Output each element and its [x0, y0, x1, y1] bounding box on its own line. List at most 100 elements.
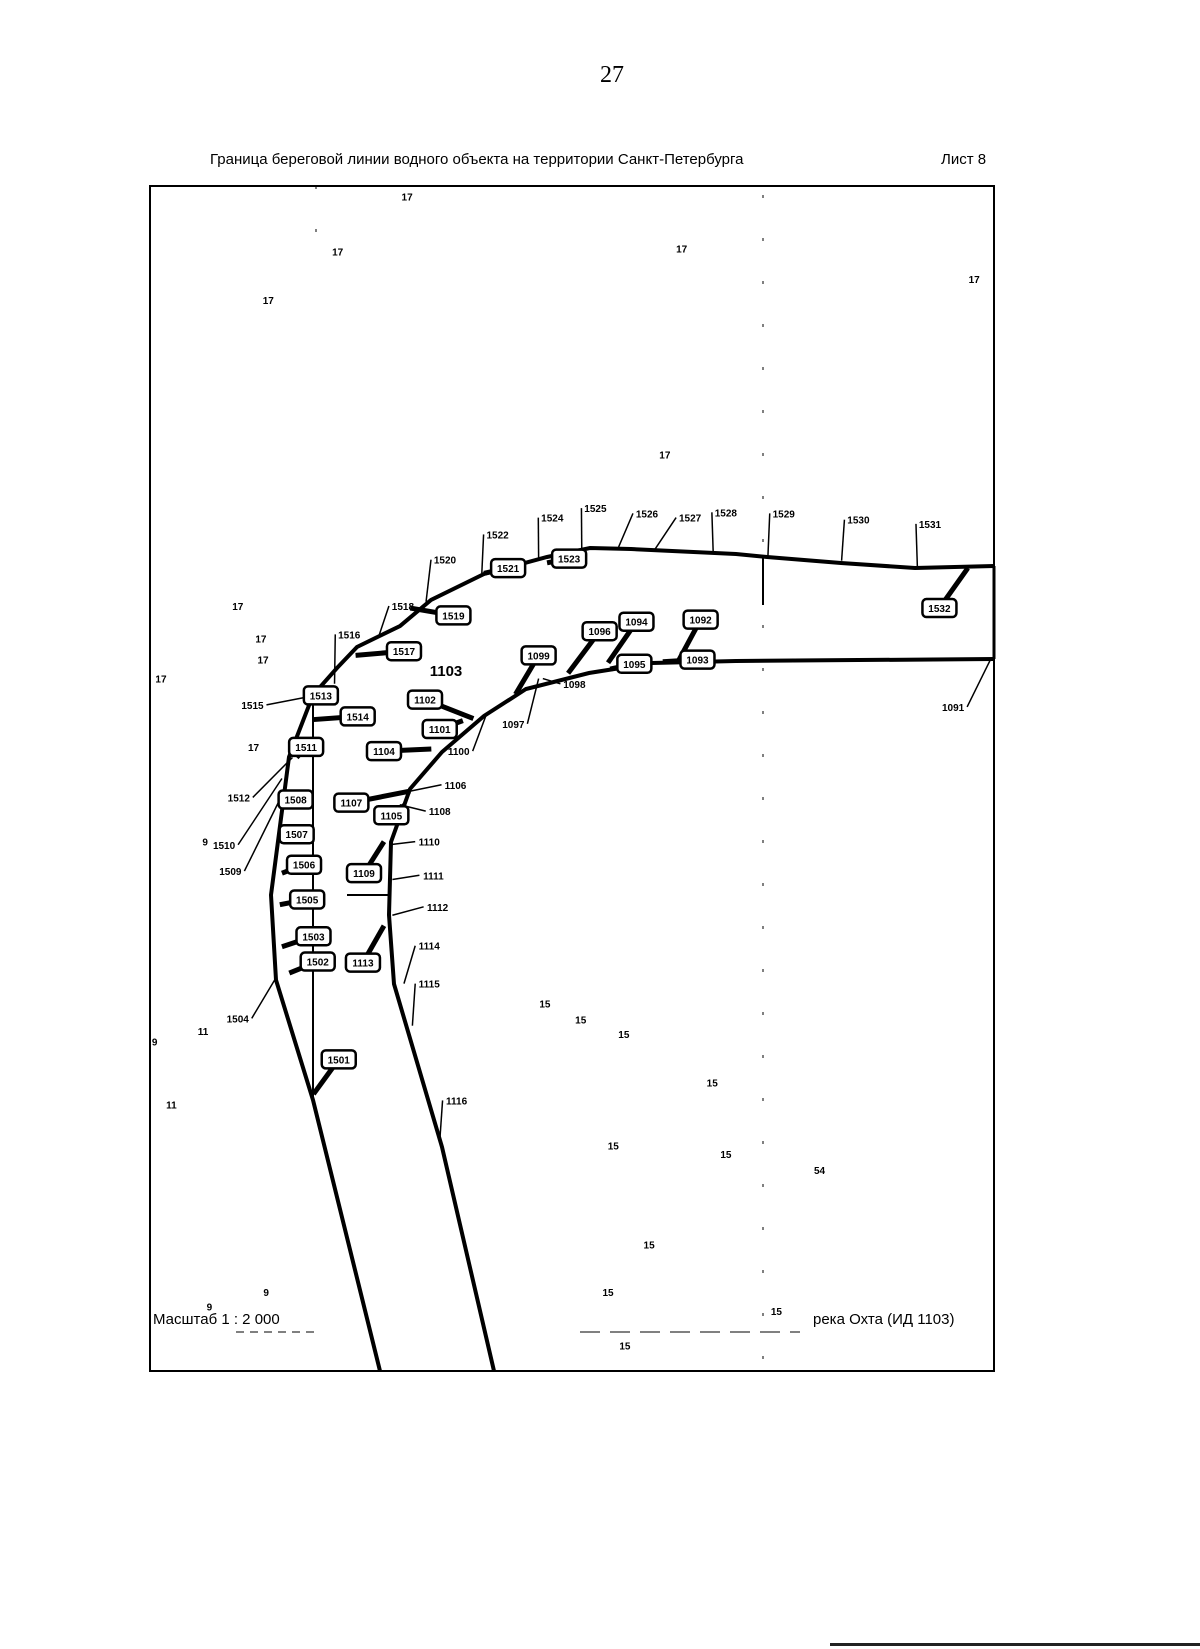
point-label: 1111	[423, 871, 444, 882]
boxed-point-label: 1501	[328, 1055, 351, 1066]
boxed-point-label: 1094	[625, 618, 648, 629]
leader-line	[471, 715, 487, 752]
point-label: 1530	[847, 516, 870, 527]
boxed-point-label: 1514	[347, 712, 370, 723]
point-label: 1512	[228, 793, 251, 804]
boxed-point-label: 1113	[352, 959, 374, 970]
zone-label: 15	[539, 1000, 551, 1011]
point-label: 1528	[715, 508, 738, 519]
boxed-point-marker	[618, 611, 655, 632]
zone-label: 15	[771, 1307, 783, 1318]
boxed-point-label: 1096	[589, 627, 612, 638]
zone-label: 17	[232, 602, 244, 613]
boxed-point-label: 1102	[414, 696, 436, 707]
leader-line	[438, 1100, 444, 1142]
boxed-point-label: 1505	[296, 895, 319, 906]
boxed-point-marker	[339, 706, 376, 727]
leader-line	[237, 778, 283, 846]
point-label: 1515	[241, 701, 264, 712]
boxed-point-marker	[385, 640, 423, 662]
boundary-branches	[279, 556, 970, 1096]
point-label: 1518	[392, 602, 415, 613]
boxed-point-label: 1507	[286, 830, 309, 841]
point-label: 1100	[448, 747, 470, 758]
zone-label: 9	[207, 1303, 213, 1314]
boxed-point-label: 1104	[373, 747, 395, 758]
zone-label: 17	[332, 247, 344, 258]
map-frame	[149, 185, 995, 1372]
boxed-point-label: 1095	[623, 660, 646, 671]
boxed-point-marker	[344, 952, 382, 973]
boxed-point-marker	[302, 685, 340, 706]
zone-label: 17	[402, 193, 414, 204]
boxed-point-marker	[406, 689, 444, 710]
boxed-point-label: 1502	[307, 958, 330, 969]
boxed-point-label: 1503	[302, 932, 325, 943]
boxed-point-label: 1105	[380, 811, 402, 822]
point-label: 1531	[919, 520, 942, 531]
zone-label: 17	[969, 275, 981, 286]
zone-label: 15	[619, 1342, 631, 1353]
boxed-point-label: 1508	[284, 796, 307, 807]
boxed-point-marker	[550, 548, 588, 569]
zone-label: 17	[676, 244, 688, 255]
leader-line	[840, 519, 846, 561]
boxed-point-marker	[333, 792, 370, 813]
boxed-point-marker	[373, 805, 410, 826]
boxed-point-marker	[682, 609, 719, 630]
boxed-point-label: 1521	[497, 564, 520, 575]
leader-line	[392, 874, 420, 881]
boxed-point-marker	[616, 653, 653, 675]
point-label: 1091	[942, 703, 965, 714]
boxed-point-label: 1506	[293, 861, 316, 872]
boxed-point-marker	[285, 854, 323, 875]
point-label: 1106	[445, 781, 467, 792]
point-label: 1524	[541, 514, 564, 525]
page-number: 27	[600, 62, 624, 88]
leader-line	[403, 945, 416, 984]
point-label: 1516	[338, 630, 361, 641]
leader-line	[252, 756, 293, 798]
leader-line	[915, 523, 919, 567]
point-label: 1527	[679, 514, 702, 525]
scale-label: Масштаб 1 : 2 000	[153, 1311, 280, 1328]
leader-line	[767, 513, 771, 556]
boxed-point-marker	[295, 926, 332, 947]
leader-line	[542, 677, 561, 685]
leader-lines	[237, 508, 991, 1142]
point-label: 1509	[219, 867, 242, 878]
leader-line	[966, 660, 991, 708]
point-label: 1526	[636, 509, 659, 520]
zone-label: 17	[659, 450, 671, 461]
object-id-label: 1103	[430, 663, 463, 680]
boxed-point-marker	[299, 951, 336, 972]
point-label: 1525	[584, 504, 607, 515]
leader-line	[653, 517, 677, 551]
boxed-point-marker	[277, 789, 314, 810]
zone-label: 15	[608, 1142, 620, 1153]
point-label: 1108	[429, 807, 451, 818]
leader-line	[425, 559, 432, 602]
zone-label: 17	[257, 656, 269, 667]
zone-label: 15	[644, 1241, 656, 1252]
leader-line	[411, 983, 416, 1026]
zone-label: 9	[263, 1288, 269, 1299]
boxed-point-marker	[421, 718, 458, 740]
boxed-point-marker	[320, 1049, 357, 1070]
leader-line	[251, 977, 277, 1019]
zone-label: 15	[720, 1150, 732, 1161]
scan-edge	[830, 1643, 1200, 1646]
point-label: 1510	[213, 841, 236, 852]
point-label: 1112	[427, 903, 449, 914]
point-label: 1116	[446, 1096, 468, 1107]
leader-line	[617, 513, 634, 548]
zone-label: 11	[198, 1027, 209, 1038]
boxed-point-label: 1109	[353, 869, 375, 880]
boxed-point-label: 1513	[310, 691, 333, 702]
zone-label: 15	[602, 1288, 614, 1299]
leader-line	[711, 512, 715, 555]
boxed-point-marker	[520, 645, 557, 666]
point-label: 1522	[486, 530, 509, 541]
